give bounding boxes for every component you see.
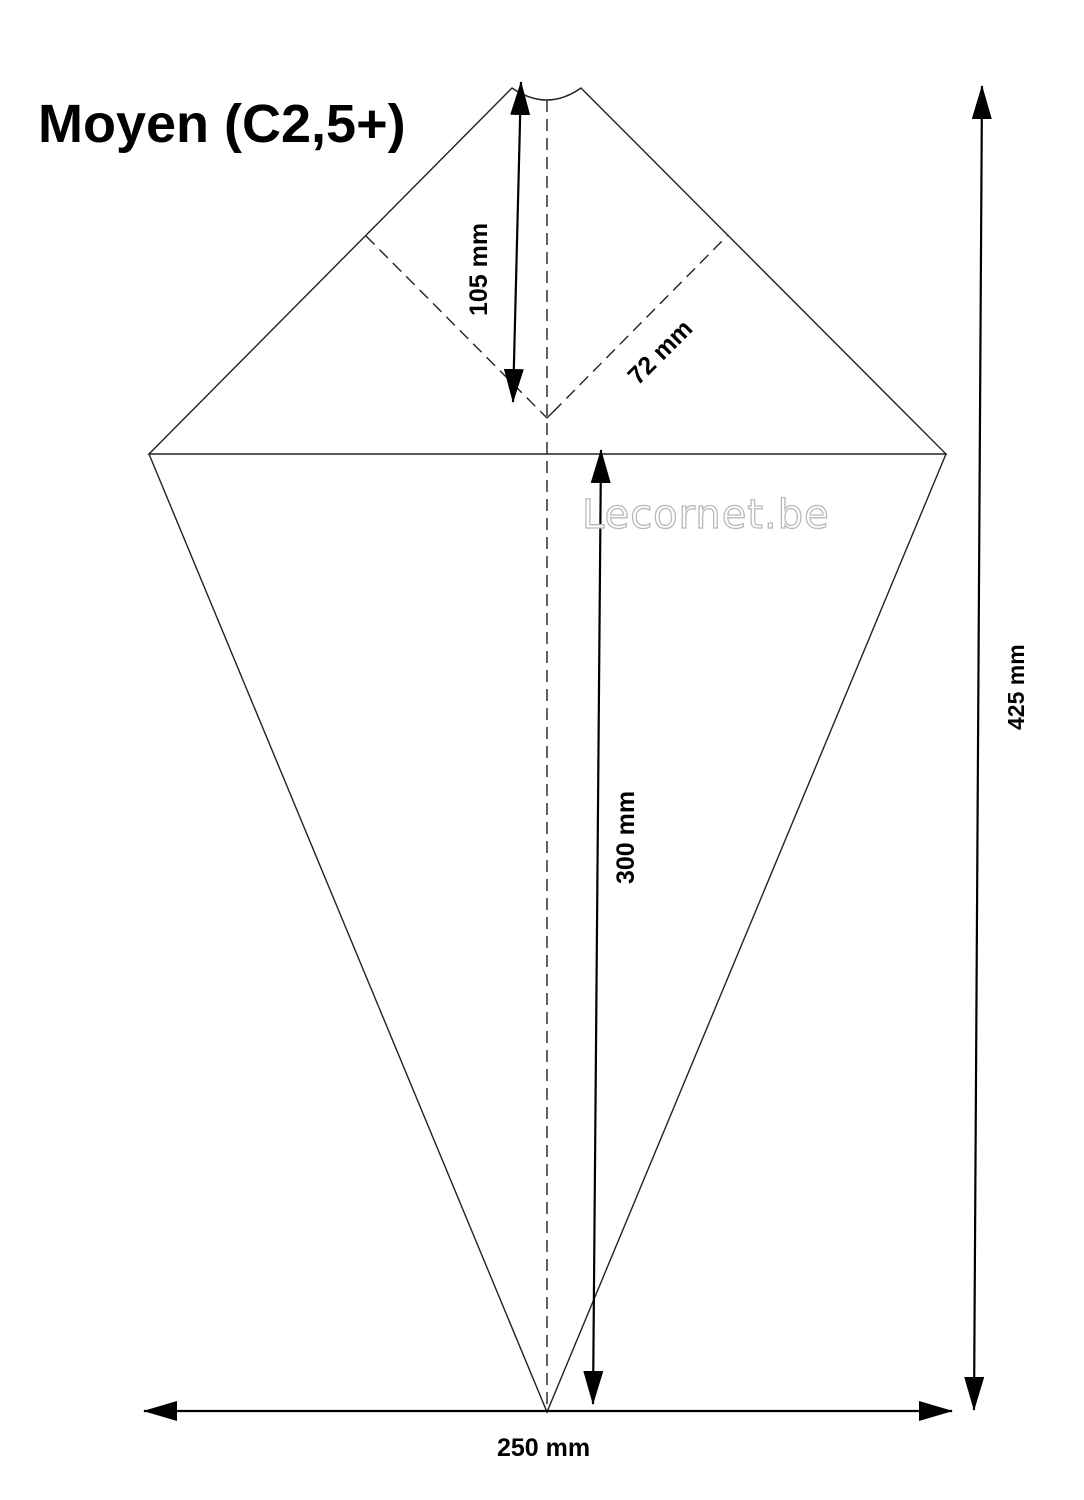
page-title: Moyen (C2,5+) [38, 94, 406, 154]
flap-height-label: 105 mm [465, 223, 493, 316]
flap-height-arrow [503, 81, 531, 403]
flap-fold-tick-left [540, 411, 548, 419]
cone-height-arrow [583, 449, 611, 1405]
width-label: 250 mm [497, 1434, 590, 1462]
flap-fold-label: 72 mm [622, 314, 698, 390]
right-flap-fold-line [552, 235, 728, 413]
total-height-label: 425 mm [1003, 644, 1029, 730]
watermark: Lecornet.be [582, 492, 830, 538]
total-height-arrow [964, 85, 992, 1411]
cone-height-label: 300 mm [612, 791, 640, 884]
left-flap-fold-line [365, 235, 542, 413]
flap-fold-tick-right [546, 411, 554, 419]
